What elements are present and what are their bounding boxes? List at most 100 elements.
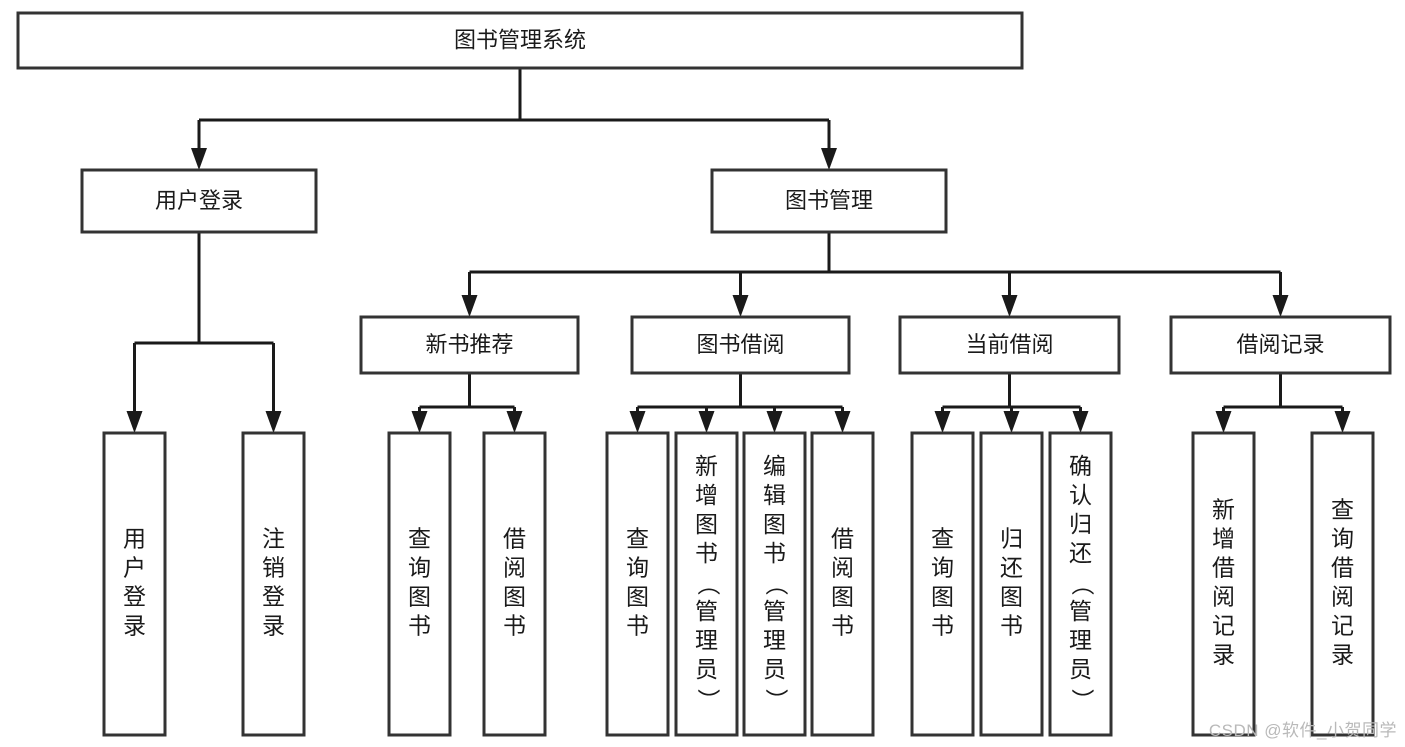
svg-text:户: 户 — [123, 555, 146, 581]
svg-text:员: 员 — [1069, 656, 1092, 682]
node-box — [16, 11, 1024, 70]
svg-text:录: 录 — [1212, 642, 1235, 668]
arrow-head — [821, 148, 837, 170]
svg-text:书: 书 — [831, 613, 854, 639]
node-label: 当前借阅 — [965, 332, 1053, 357]
svg-text:增: 增 — [1212, 526, 1235, 552]
node-level3-2[interactable]: 当前借阅 — [898, 315, 1121, 375]
svg-text:询: 询 — [626, 555, 649, 581]
node-label: 图书管理 — [785, 188, 873, 213]
node-level3-1[interactable]: 图书借阅 — [630, 315, 851, 375]
svg-text:编: 编 — [763, 453, 786, 479]
svg-text:管: 管 — [763, 598, 786, 624]
svg-text:）: ） — [1069, 689, 1095, 712]
svg-text:书: 书 — [408, 613, 431, 639]
node-box — [359, 315, 580, 375]
svg-text:用: 用 — [123, 526, 146, 552]
svg-text:登: 登 — [262, 584, 285, 610]
svg-text:阅: 阅 — [1331, 584, 1354, 610]
node-level3-0[interactable]: 新书推荐 — [359, 315, 580, 375]
node-root-0[interactable]: 图书管理系统 — [16, 11, 1024, 70]
arrow-head — [1334, 411, 1351, 433]
svg-text:查: 查 — [1331, 497, 1354, 523]
node-box — [1169, 315, 1392, 375]
arrow-head — [698, 411, 715, 433]
svg-text:查: 查 — [626, 526, 649, 552]
svg-text:辑: 辑 — [763, 482, 786, 508]
arrow-head — [934, 411, 951, 433]
svg-text:员: 员 — [695, 656, 718, 682]
svg-text:询: 询 — [408, 555, 431, 581]
svg-text:询: 询 — [1331, 526, 1354, 552]
svg-text:借: 借 — [831, 526, 854, 552]
svg-text:阅: 阅 — [1212, 584, 1235, 610]
node-box — [674, 431, 739, 737]
svg-text:询: 询 — [931, 555, 954, 581]
svg-text:员: 员 — [763, 656, 786, 682]
arrow-head — [1215, 411, 1232, 433]
arrow-head — [834, 411, 851, 433]
svg-text:图: 图 — [931, 584, 954, 610]
node-level2-0[interactable]: 用户登录 — [80, 168, 318, 234]
svg-text:图: 图 — [1000, 584, 1023, 610]
svg-text:增: 增 — [695, 482, 718, 508]
svg-text:归: 归 — [1069, 511, 1092, 537]
svg-text:借: 借 — [1331, 555, 1354, 581]
arrow-head — [1003, 411, 1020, 433]
svg-text:）: ） — [695, 689, 721, 712]
node-box — [742, 431, 807, 737]
svg-text:管: 管 — [695, 598, 718, 624]
node-box — [1048, 431, 1113, 737]
node-label: 新书推荐 — [425, 332, 513, 357]
arrow-head — [411, 411, 428, 433]
svg-text:还: 还 — [1069, 540, 1092, 566]
node-level2-1[interactable]: 图书管理 — [710, 168, 948, 234]
svg-text:书: 书 — [1000, 613, 1023, 639]
svg-text:阅: 阅 — [503, 555, 526, 581]
node-box — [482, 431, 547, 737]
node-box — [810, 431, 875, 737]
svg-text:确: 确 — [1069, 453, 1092, 479]
connectors-layer — [126, 68, 1351, 433]
svg-text:阅: 阅 — [831, 555, 854, 581]
svg-text:书: 书 — [503, 613, 526, 639]
node-leaf-0[interactable]: 用户登录 — [102, 431, 167, 737]
arrow-head — [1072, 411, 1089, 433]
svg-text:书: 书 — [763, 540, 786, 566]
node-box — [1310, 431, 1375, 737]
nodes-layer: 图书管理系统用户登录图书管理新书推荐图书借阅当前借阅借阅记录用户登录注销登录查询… — [16, 11, 1392, 737]
node-box — [102, 431, 167, 737]
node-box — [387, 431, 452, 737]
node-box — [979, 431, 1044, 737]
svg-text:借: 借 — [1212, 555, 1235, 581]
svg-text:记: 记 — [1212, 613, 1235, 639]
arrow-head — [506, 411, 523, 433]
node-box — [1191, 431, 1256, 737]
node-level3-3[interactable]: 借阅记录 — [1169, 315, 1392, 375]
svg-text:管: 管 — [1069, 598, 1092, 624]
arrow-head — [265, 411, 282, 433]
svg-text:书: 书 — [931, 613, 954, 639]
node-box — [898, 315, 1121, 375]
svg-text:录: 录 — [1331, 642, 1354, 668]
